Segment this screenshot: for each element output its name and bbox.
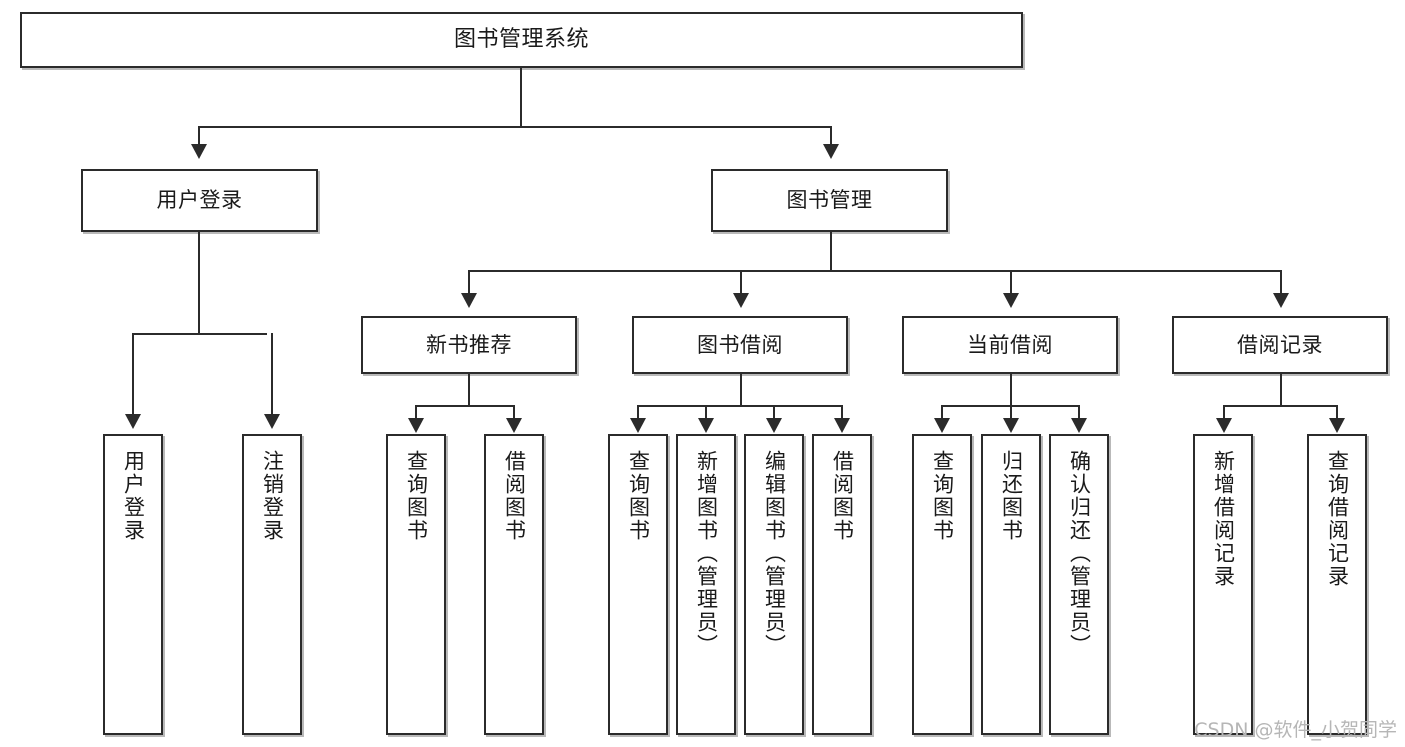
connector-borrow-record-drop-2 [1336, 405, 1338, 420]
leaf-current-borrow-confirm-return[interactable]: 确认归还（管理员） [1049, 434, 1109, 735]
node-label: 借阅图书 [830, 450, 855, 542]
node-label: 图书管理系统 [453, 27, 589, 53]
arrowhead-book-borrow-leaf-4 [834, 418, 850, 433]
connector-book-management-bar [468, 270, 1282, 272]
arrowhead-borrow-record-leaf-1 [1216, 418, 1232, 433]
leaf-current-borrow-query-book[interactable]: 查询图书 [912, 434, 972, 735]
connector-current-borrow-drop-1 [941, 405, 943, 420]
node-label: 用户登录 [156, 188, 243, 213]
arrowhead-to-new-book [461, 293, 477, 308]
connector-book-borrow-drop-2 [705, 405, 707, 420]
leaf-new-book-query-book[interactable]: 查询图书 [386, 434, 446, 735]
node-book-management[interactable]: 图书管理 [711, 169, 948, 232]
connector-user-login-stem [198, 232, 200, 333]
connector-root-to-book-management [830, 126, 832, 146]
connector-root-stem [520, 68, 522, 126]
node-label: 查询借阅记录 [1325, 450, 1350, 588]
connector-book-borrow-drop-4 [841, 405, 843, 420]
node-root-book-management-system[interactable]: 图书管理系统 [20, 12, 1023, 68]
connector-book-borrow-drop-3 [773, 405, 775, 420]
connector-book-borrow-bar [637, 405, 843, 407]
arrowhead-to-borrow-record [1273, 293, 1289, 308]
arrowhead-root-to-user-login [191, 144, 207, 159]
connector-to-new-book [468, 270, 470, 295]
leaf-book-borrow-query-book[interactable]: 查询图书 [608, 434, 668, 735]
connector-root-bar [198, 126, 832, 128]
connector-current-borrow-drop-2 [1010, 405, 1012, 420]
connector-to-book-borrow [740, 270, 742, 295]
leaf-book-borrow-edit-book[interactable]: 编辑图书（管理员） [744, 434, 804, 735]
node-label: 用户登录 [121, 450, 146, 542]
connector-root-to-user-login [198, 126, 200, 146]
arrowhead-to-book-borrow [733, 293, 749, 308]
connector-borrow-record-drop-1 [1223, 405, 1225, 420]
arrowhead-book-borrow-leaf-1 [630, 418, 646, 433]
arrowhead-to-current-borrow [1003, 293, 1019, 308]
leaf-current-borrow-return-book[interactable]: 归还图书 [981, 434, 1041, 735]
connector-borrow-record-bar [1223, 405, 1338, 407]
node-label: 新书推荐 [426, 332, 512, 357]
node-label: 图书借阅 [697, 332, 783, 357]
arrowhead-root-to-book-management [823, 144, 839, 159]
node-label: 当前借阅 [967, 332, 1053, 357]
arrowhead-book-borrow-leaf-3 [766, 418, 782, 433]
leaf-book-borrow-add-book[interactable]: 新增图书（管理员） [676, 434, 736, 735]
leaf-new-book-borrow-book[interactable]: 借阅图书 [484, 434, 544, 735]
node-label: 查询图书 [404, 450, 429, 542]
arrowhead-user-login-leaf-1 [125, 414, 141, 429]
connector-to-borrow-record [1280, 270, 1282, 295]
arrowhead-current-borrow-leaf-2 [1003, 418, 1019, 433]
connector-user-login-right-drop [271, 333, 273, 416]
node-book-borrow[interactable]: 图书借阅 [632, 316, 848, 374]
connector-user-login-bar [132, 333, 267, 335]
node-label: 图书管理 [786, 188, 873, 213]
node-label: 确认归还（管理员） [1067, 450, 1092, 657]
leaf-borrow-record-add-record[interactable]: 新增借阅记录 [1193, 434, 1253, 735]
arrowhead-borrow-record-leaf-2 [1329, 418, 1345, 433]
node-label: 借阅图书 [502, 450, 527, 542]
node-borrow-record[interactable]: 借阅记录 [1172, 316, 1388, 374]
arrowhead-new-book-leaf-1 [408, 418, 424, 433]
node-current-borrow[interactable]: 当前借阅 [902, 316, 1118, 374]
node-label: 查询图书 [626, 450, 651, 542]
csdn-watermark: CSDN @软件_小贺同学 [1194, 719, 1397, 741]
leaf-user-login-login[interactable]: 用户登录 [103, 434, 163, 735]
connector-new-book-drop-1 [415, 405, 417, 420]
connector-book-borrow-drop-1 [637, 405, 639, 420]
leaf-borrow-record-query-record[interactable]: 查询借阅记录 [1307, 434, 1367, 735]
connector-book-borrow-stem [740, 374, 742, 405]
arrowhead-current-borrow-leaf-3 [1071, 418, 1087, 433]
node-label: 归还图书 [999, 450, 1024, 542]
node-new-book-recommend[interactable]: 新书推荐 [361, 316, 577, 374]
arrowhead-book-borrow-leaf-2 [698, 418, 714, 433]
node-label: 编辑图书（管理员） [762, 450, 787, 657]
node-label: 借阅记录 [1237, 332, 1323, 357]
connector-current-borrow-stem [1010, 374, 1012, 405]
arrowhead-new-book-leaf-2 [506, 418, 522, 433]
leaf-book-borrow-borrow-book[interactable]: 借阅图书 [812, 434, 872, 735]
connector-new-book-bar [415, 405, 514, 407]
node-label: 注销登录 [260, 450, 285, 542]
node-label: 新增图书（管理员） [694, 450, 719, 657]
connector-book-management-stem [830, 232, 832, 272]
connector-to-current-borrow [1010, 270, 1012, 295]
arrowhead-current-borrow-leaf-1 [934, 418, 950, 433]
connector-new-book-stem [468, 374, 470, 405]
node-label: 查询图书 [930, 450, 955, 542]
connector-borrow-record-stem [1280, 374, 1282, 405]
connector-current-borrow-drop-3 [1078, 405, 1080, 420]
connector-new-book-drop-2 [513, 405, 515, 420]
arrowhead-user-login-leaf-2 [264, 414, 280, 429]
node-user-login[interactable]: 用户登录 [81, 169, 318, 232]
node-label: 新增借阅记录 [1211, 450, 1236, 588]
connector-user-login-left-drop [132, 333, 134, 416]
leaf-user-login-logout[interactable]: 注销登录 [242, 434, 302, 735]
